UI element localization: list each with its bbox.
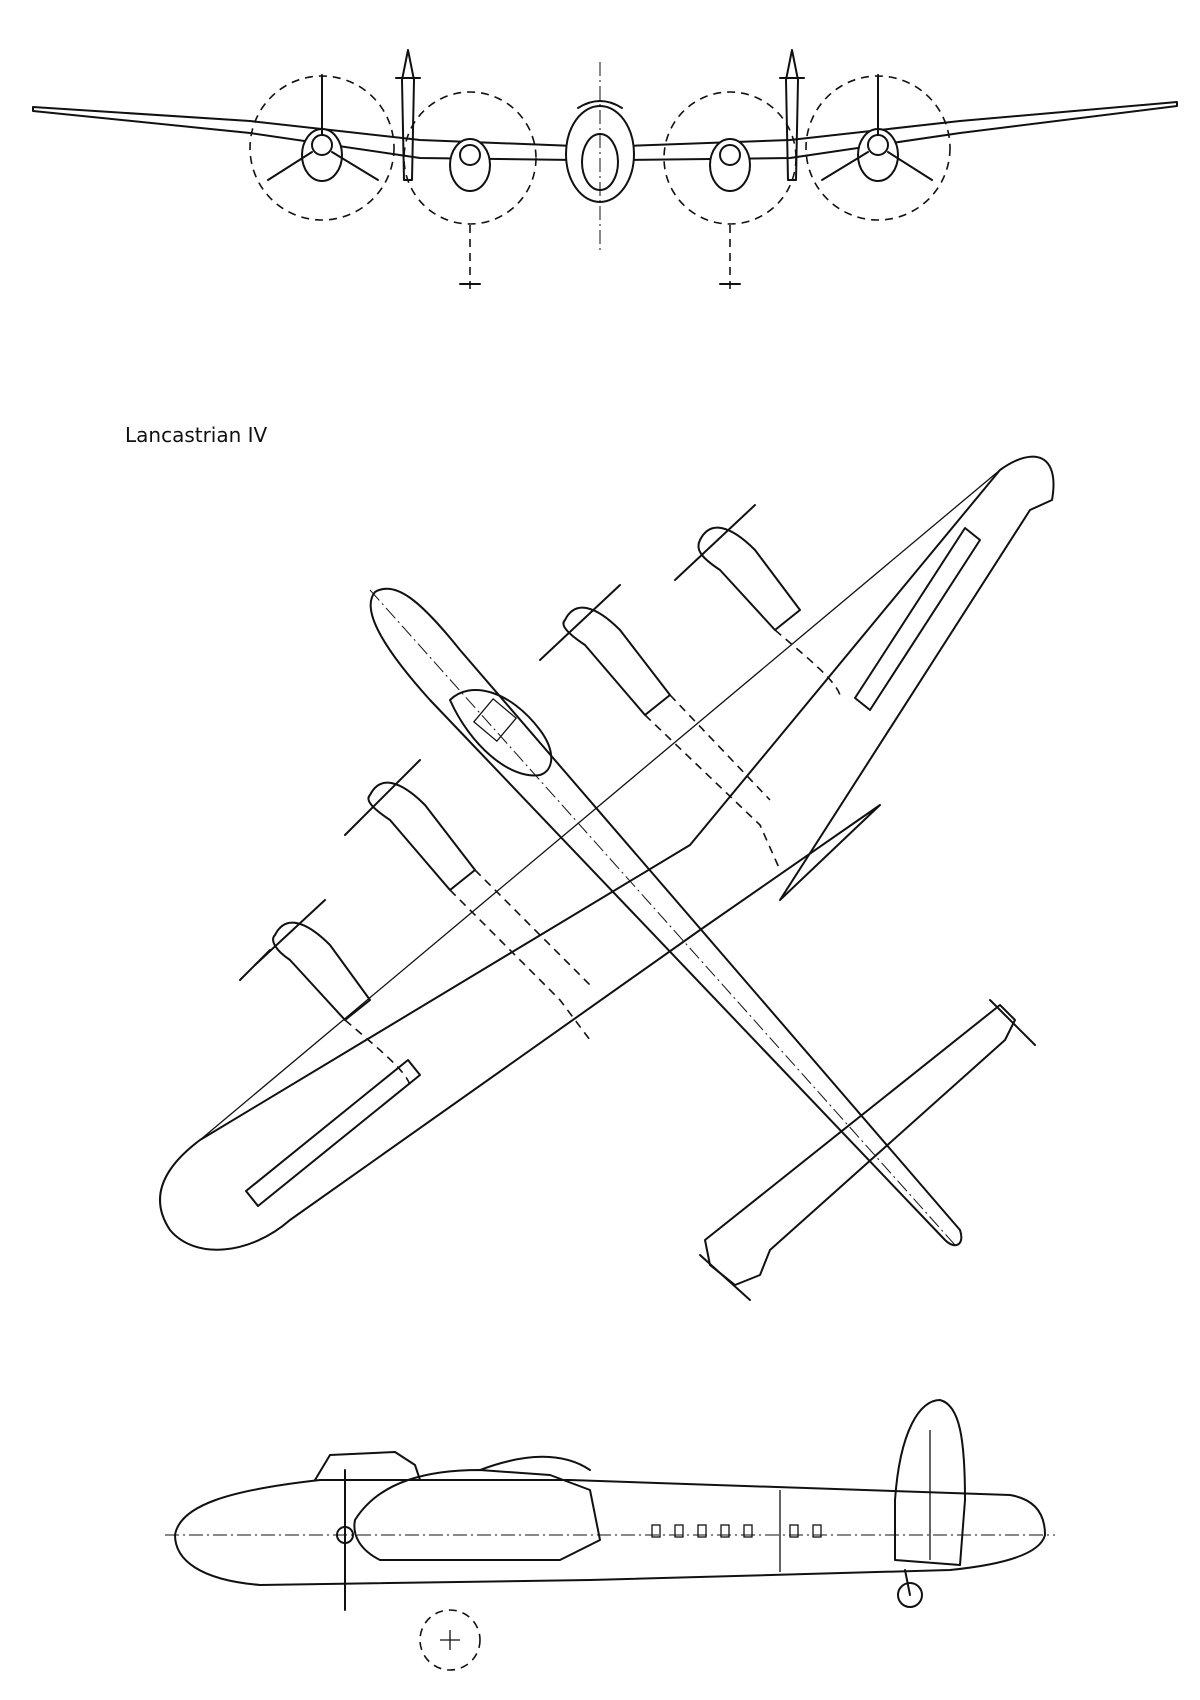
plan-cockpit xyxy=(449,689,553,777)
front-fin-left xyxy=(401,49,415,181)
side-main-wheel xyxy=(419,1609,481,1671)
side-wing-root xyxy=(479,1455,591,1471)
side-spinner xyxy=(336,1526,354,1544)
aircraft-title: Lancastrian IV xyxy=(125,423,268,447)
front-engine-outer-left xyxy=(249,74,395,221)
plan-engine-outer-left xyxy=(239,899,411,1086)
plan-fin-left xyxy=(699,1254,751,1301)
plan-fuselage xyxy=(369,587,963,1247)
side-tail-wheel xyxy=(897,1582,923,1608)
plan-flap-left xyxy=(245,1059,421,1207)
plan-tailplane xyxy=(704,1004,1016,1286)
front-engine-outer-right xyxy=(805,74,951,221)
plan-main-wing xyxy=(159,455,1055,1251)
front-engine-inner-left xyxy=(403,91,537,290)
front-fin-right xyxy=(785,49,799,181)
front-canopy xyxy=(577,100,623,109)
front-view xyxy=(32,49,1178,290)
front-wing-right xyxy=(624,101,1178,161)
plan-cockpit-frame xyxy=(472,697,518,743)
side-fin xyxy=(894,1399,966,1566)
side-canopy xyxy=(314,1451,421,1481)
plan-engine-inner-right xyxy=(539,584,781,871)
side-engine-nacelle xyxy=(353,1469,601,1561)
plan-fin-right xyxy=(989,999,1036,1046)
plan-engine-inner-left xyxy=(344,759,591,1041)
plan-wing-leading-edge xyxy=(199,469,1001,1141)
side-view xyxy=(165,1399,1055,1671)
side-fuselage xyxy=(174,1479,1046,1586)
plan-centerline xyxy=(369,589,956,1246)
side-windows xyxy=(651,1524,822,1538)
plan-flap-right xyxy=(854,527,981,711)
front-engine-inner-right xyxy=(663,91,797,290)
plan-view xyxy=(159,455,1055,1301)
plan-engine-outer-right xyxy=(674,504,841,696)
